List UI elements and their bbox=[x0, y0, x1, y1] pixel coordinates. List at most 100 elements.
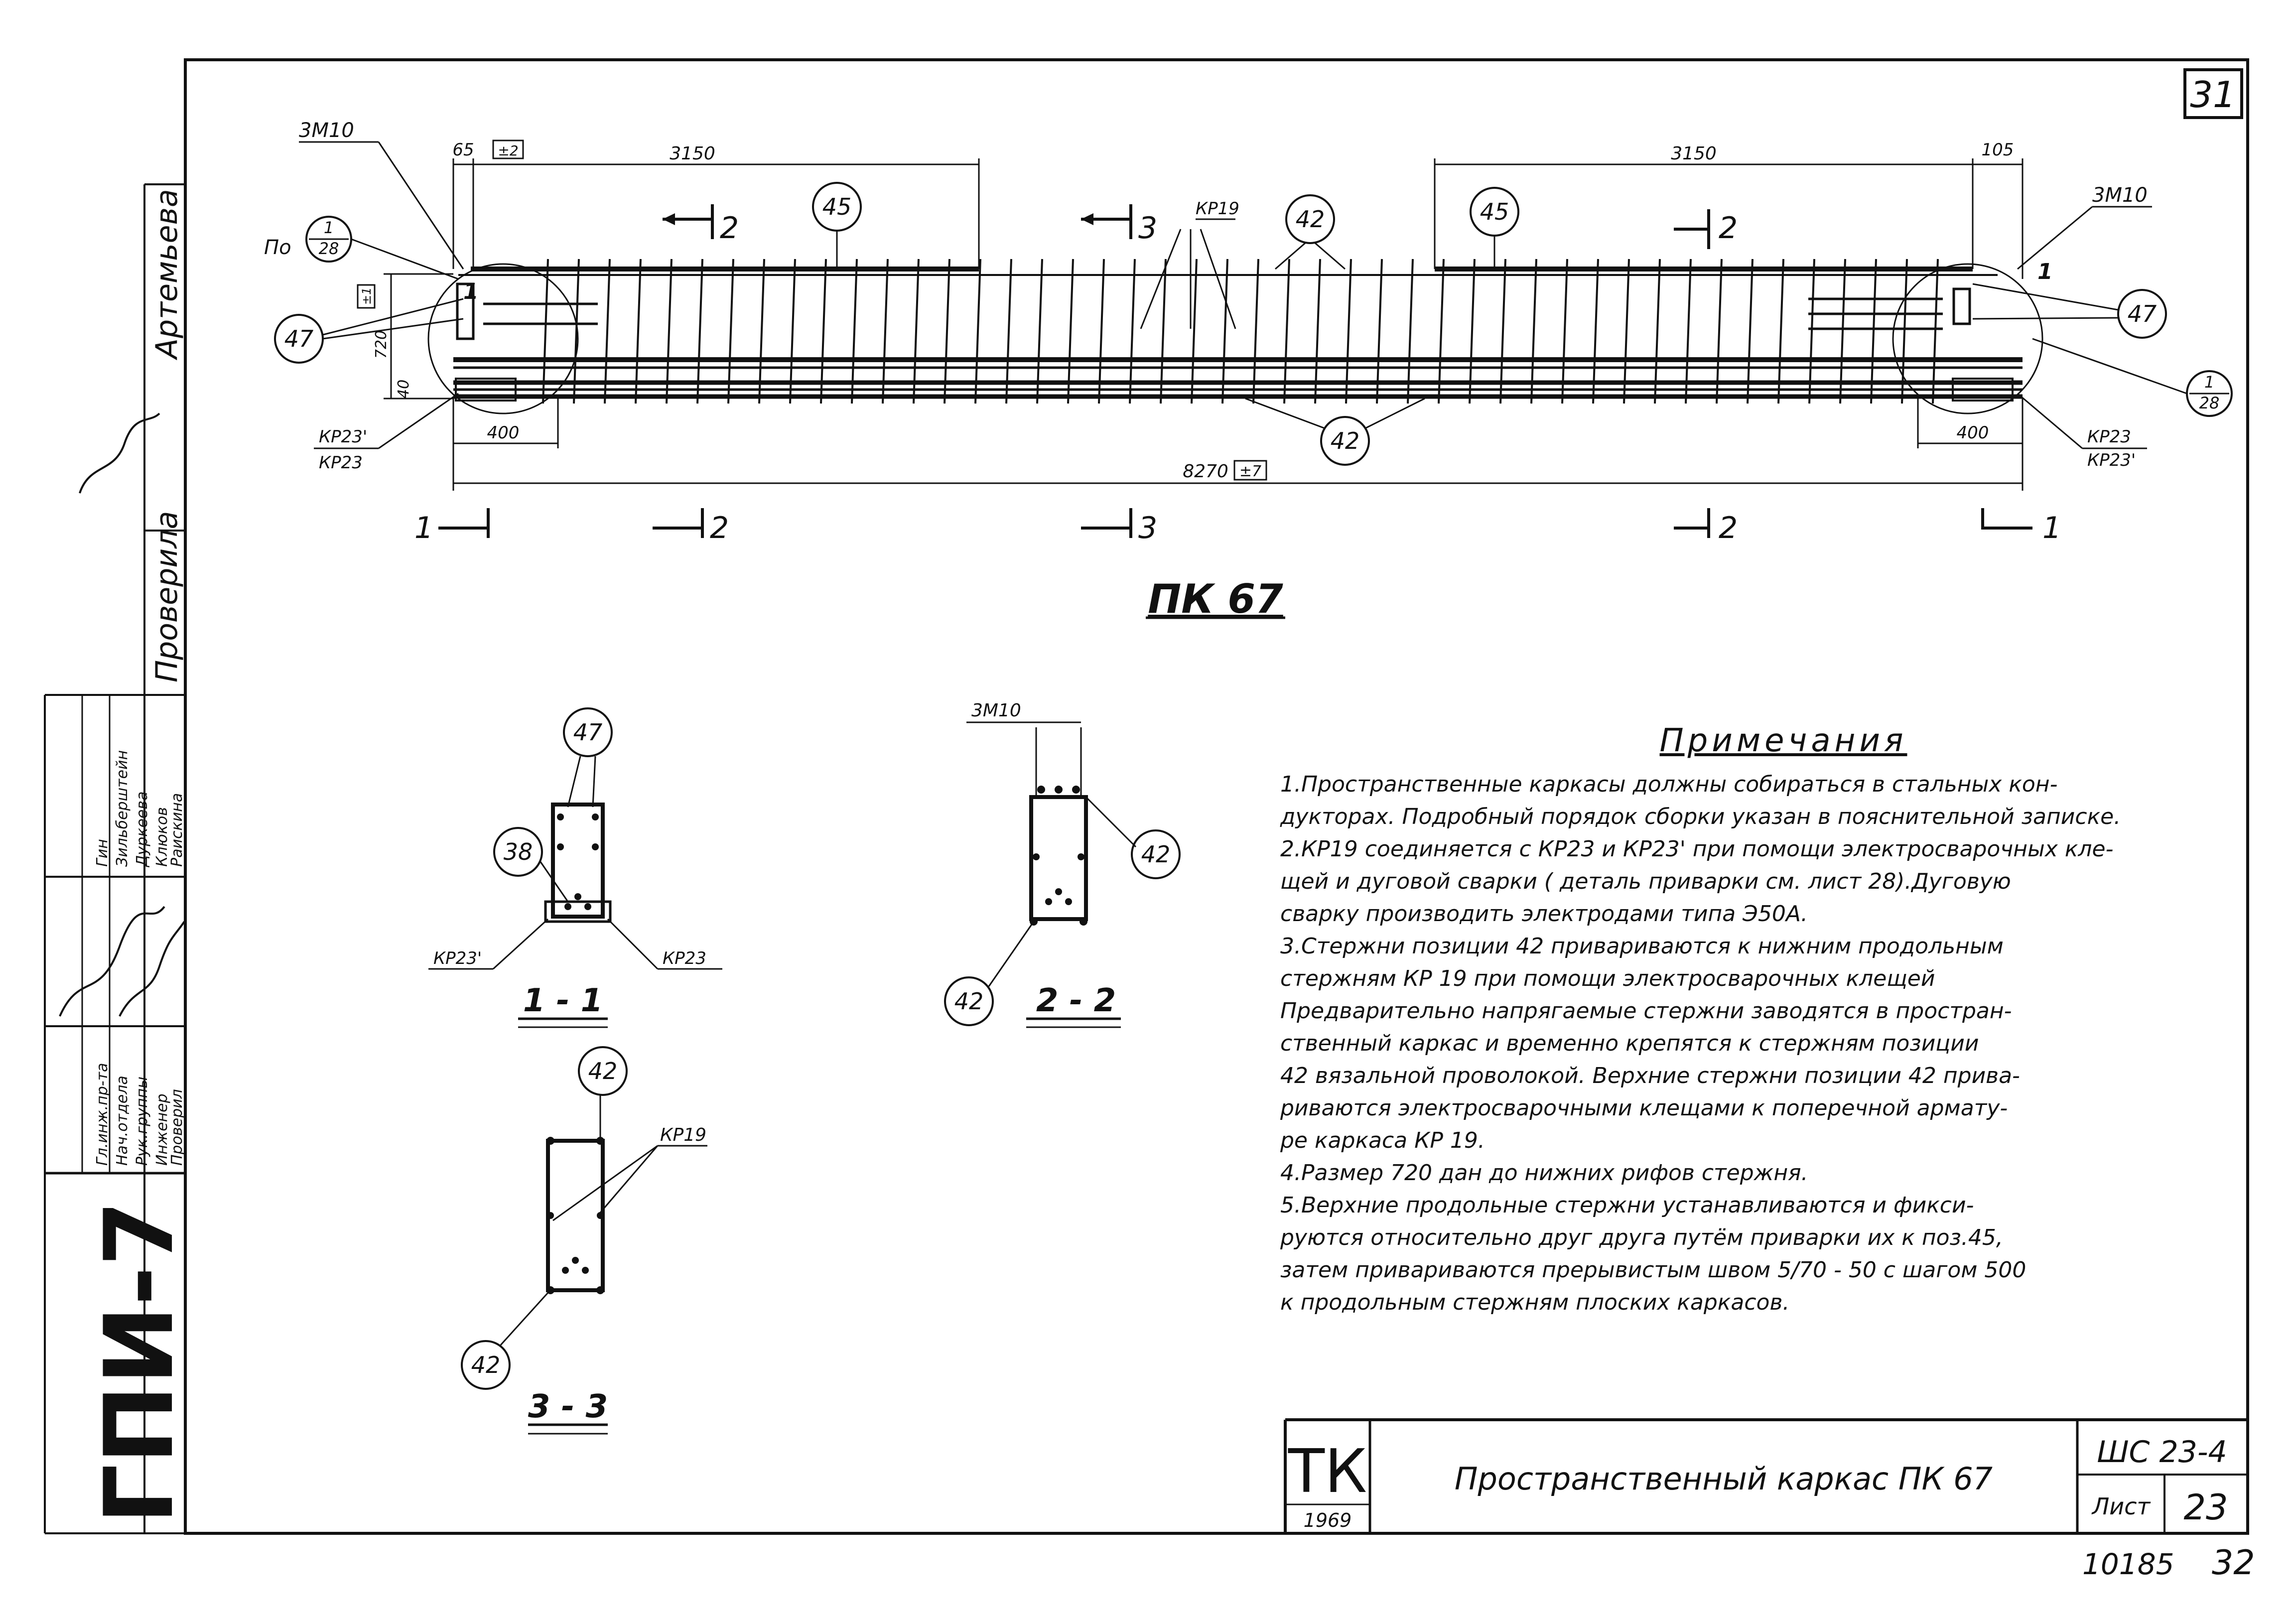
org-code: ГПИ-7 bbox=[84, 1201, 194, 1524]
signature bbox=[79, 412, 160, 494]
sheet-title: Пространственный каркас ПК 67 bbox=[1455, 1461, 1993, 1497]
name-label: Дуркеева bbox=[134, 792, 151, 868]
pos-42: 42 bbox=[954, 988, 984, 1015]
stirrup bbox=[913, 259, 920, 404]
tk-mark: ТК bbox=[1288, 1437, 1367, 1506]
note-line: дукторах. Подробный порядок сборки указа… bbox=[1280, 804, 2121, 829]
dim-left-top: 65 bbox=[452, 140, 474, 160]
stirrup bbox=[573, 259, 580, 404]
section-mark: 2 bbox=[1719, 211, 1738, 246]
role-label: Проверил bbox=[168, 1089, 186, 1166]
note-line: сварку производить электродами типа Э50А… bbox=[1280, 901, 1808, 927]
archive-number: 10185 bbox=[2082, 1547, 2174, 1581]
pos-47: 47 bbox=[2128, 300, 2157, 327]
page-number: 32 bbox=[2212, 1543, 2255, 1583]
dim-overall: 8270 bbox=[1183, 461, 1228, 482]
stirrup bbox=[1469, 259, 1476, 404]
stirrup bbox=[1747, 259, 1754, 404]
note-line: 4.Размер 720 дан до нижних рифов стержня… bbox=[1280, 1160, 1808, 1186]
stirrup bbox=[1870, 259, 1877, 404]
detail-ref-label: По bbox=[264, 236, 291, 259]
elevation-callouts: 3М10 3М10 По 1 28 1 28 47 47 45 45 42 bbox=[264, 119, 2233, 473]
section-mark: 2 bbox=[720, 211, 739, 246]
corner-number-box bbox=[2183, 68, 2243, 119]
stirrup bbox=[1685, 259, 1692, 404]
stirrup bbox=[1438, 259, 1445, 404]
end-plate-right bbox=[1952, 287, 1971, 325]
drawing-title: ПК 67 bbox=[1148, 576, 1283, 622]
cage-elevation bbox=[427, 259, 2043, 414]
stirrup bbox=[944, 259, 950, 404]
stirrup bbox=[1067, 259, 1074, 404]
stirrup bbox=[1005, 259, 1012, 404]
pos-42: 42 bbox=[1296, 206, 1325, 233]
stirrup bbox=[1901, 259, 1908, 404]
note-line: риваются электросварочными клещами к поп… bbox=[1280, 1095, 2008, 1121]
note-line: руются относительно друг друга путём при… bbox=[1280, 1225, 2003, 1250]
sheet-corner-number: 31 bbox=[2190, 74, 2236, 116]
label-kr19: КР19 bbox=[660, 1125, 706, 1145]
stirrup bbox=[974, 259, 981, 404]
stirrup bbox=[1314, 259, 1321, 404]
note-line: 3.Стержни позиции 42 привариваются к ниж… bbox=[1280, 934, 2004, 959]
dim-bottom: 40 bbox=[395, 380, 412, 399]
stirrup bbox=[1932, 259, 1939, 404]
pos-42: 42 bbox=[1141, 841, 1171, 868]
dim-anchor-left: 400 bbox=[487, 423, 520, 443]
note-line: 1.Пространственные каркасы должны собира… bbox=[1280, 772, 2058, 797]
section-mark: 1 bbox=[414, 511, 433, 545]
top-dimensions: 65 ±2 3150 3150 105 bbox=[452, 139, 2024, 279]
stirrup bbox=[542, 259, 549, 404]
bottom-dimensions: 8270 ±7 400 400 720 ±1 40 bbox=[357, 273, 2024, 491]
dim-overall-tol: ±7 bbox=[1239, 463, 1261, 480]
stirrup bbox=[789, 259, 796, 404]
detail-num: 1 bbox=[324, 218, 334, 237]
label-kr23p: КР23' bbox=[319, 427, 367, 447]
stirrup bbox=[1716, 259, 1723, 404]
stirrup bbox=[1808, 259, 1815, 404]
label-kr19: КР19 bbox=[1196, 199, 1239, 219]
section-label: 3 - 3 bbox=[528, 1388, 608, 1425]
section-mark: 3 bbox=[1138, 211, 1157, 246]
name-label: Зильберштейн bbox=[114, 750, 131, 867]
label-3m10-right: 3М10 bbox=[2092, 184, 2148, 207]
role-label: Рук.группы bbox=[134, 1077, 151, 1166]
surname-label: Артемьева bbox=[149, 189, 184, 361]
detail-circle-left bbox=[427, 263, 579, 414]
pos-45: 45 bbox=[822, 193, 852, 220]
notes-lines: 1.Пространственные каркасы должны собира… bbox=[1280, 768, 2227, 1319]
name-label: Клюков bbox=[153, 807, 171, 867]
stirrup bbox=[1592, 259, 1599, 404]
notes-title: Примечания bbox=[1659, 722, 1907, 759]
signature bbox=[59, 906, 165, 1017]
stirrup bbox=[1191, 259, 1198, 404]
sheet-frame bbox=[184, 58, 2249, 1535]
stirrup bbox=[1654, 259, 1661, 404]
note-line: 42 вязальной проволокой. Верхние стержни… bbox=[1280, 1063, 2020, 1088]
note-line: ре каркаса КР 19. bbox=[1280, 1128, 1485, 1153]
stirrup bbox=[1160, 259, 1167, 404]
dim-right-span: 3150 bbox=[1671, 143, 1717, 164]
stirrup bbox=[882, 259, 889, 404]
label-kr23: КР23 bbox=[319, 453, 363, 473]
note-line: щей и дуговой сварки ( деталь приварки с… bbox=[1280, 869, 2011, 894]
stirrup bbox=[1499, 259, 1506, 404]
section-label: 1 - 1 bbox=[523, 982, 603, 1019]
section-mark: 1 bbox=[2042, 511, 2061, 545]
stirrups bbox=[542, 259, 1939, 404]
label-kr23p: КР23' bbox=[433, 948, 482, 968]
section-mark: 2 bbox=[710, 511, 729, 545]
stirrup bbox=[851, 259, 858, 404]
detail-sheet: 28 bbox=[2199, 394, 2220, 412]
dim-height: 720 bbox=[373, 330, 390, 359]
stirrup bbox=[1777, 259, 1784, 404]
series-code: ШС 23-4 bbox=[2097, 1435, 2227, 1470]
stirrup bbox=[727, 259, 734, 404]
dim-right-top: 105 bbox=[1982, 140, 2014, 160]
role-label: Гл.инж.пр-та bbox=[94, 1063, 111, 1166]
section-cut-marks: 2 3 2 1 2 3 2 1 bbox=[414, 204, 2061, 545]
role-label: Инженер bbox=[153, 1093, 171, 1166]
role-label: Нач.отдела bbox=[114, 1076, 131, 1166]
pos-47: 47 bbox=[573, 719, 603, 746]
